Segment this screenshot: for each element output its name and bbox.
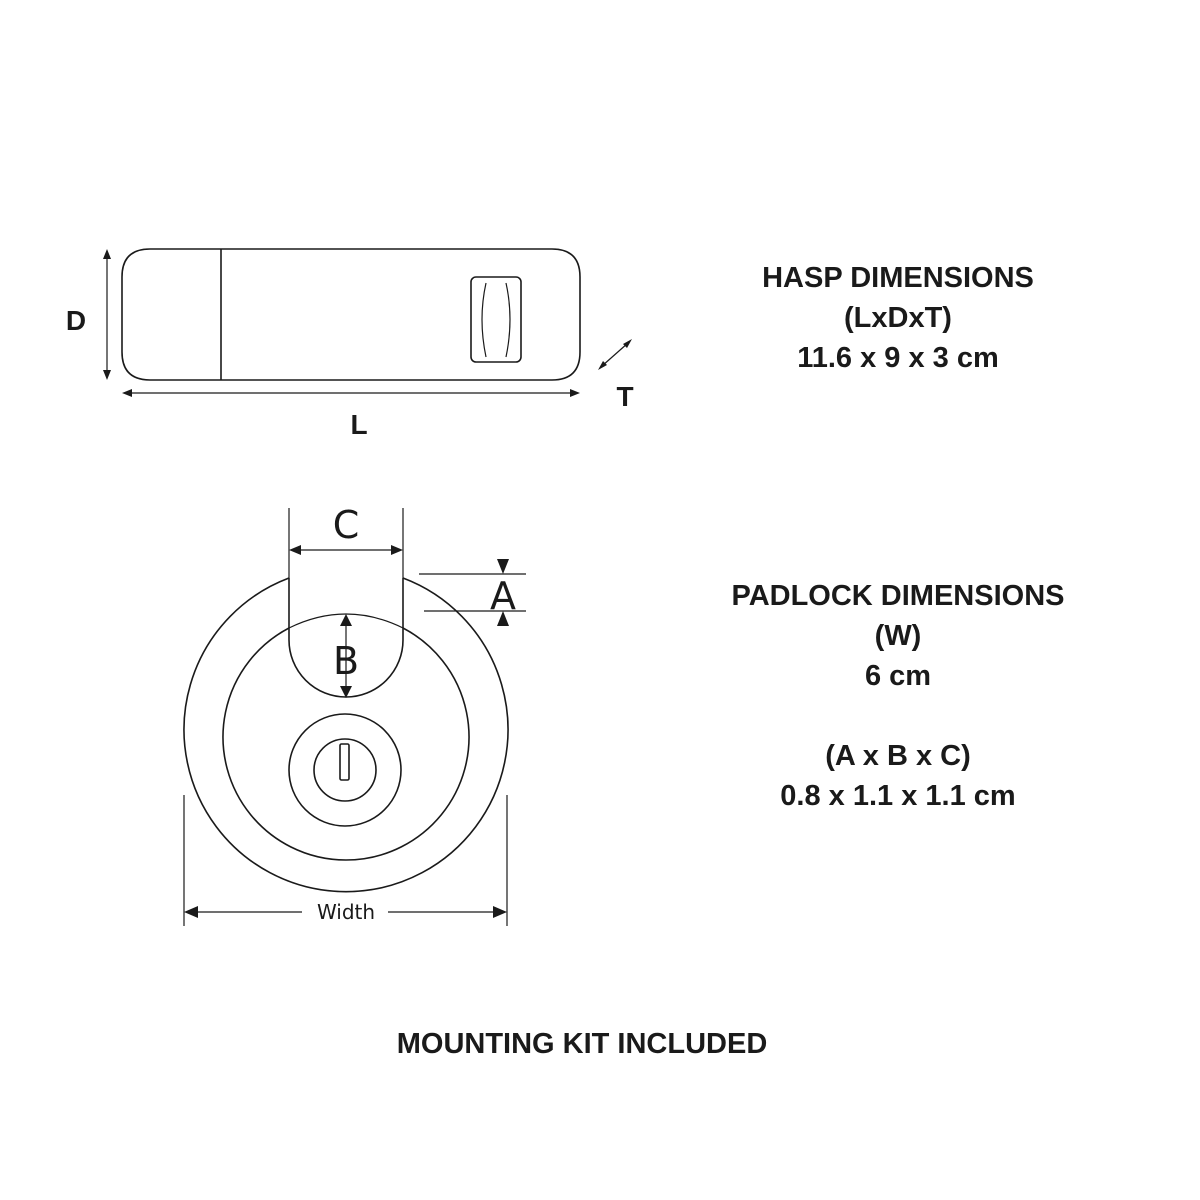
hasp-label-l: L — [350, 409, 367, 440]
padlock-value-w: 6 cm — [864, 660, 932, 692]
padlock-dimension-a — [419, 559, 526, 626]
padlock-label-width: Width — [317, 900, 375, 924]
hasp-dimension-l — [122, 389, 580, 397]
hasp-staple-loop — [481, 282, 511, 358]
hasp-drawing: D L T — [66, 248, 634, 440]
hasp-staple-slot — [470, 276, 522, 363]
hasp-dimensions-info: HASP DIMENSIONS (LxDxT) 11.6 x 9 x 3 cm — [698, 258, 1098, 378]
padlock-info-spacer — [698, 696, 1098, 736]
padlock-format-abc: (A x B x C) — [825, 740, 971, 772]
hasp-title: HASP DIMENSIONS — [762, 262, 1034, 294]
hasp-dimension-d — [103, 249, 111, 380]
hasp-value: 11.6 x 9 x 3 cm — [797, 342, 999, 374]
padlock-outer-ring — [183, 577, 509, 893]
padlock-value-abc: 0.8 x 1.1 x 1.1 cm — [780, 780, 1016, 812]
hasp-dimension-t — [598, 339, 632, 370]
hasp-label-d: D — [66, 305, 86, 336]
padlock-drawing: C A B Width — [183, 503, 526, 926]
padlock-dimension-c — [288, 508, 404, 578]
padlock-dimension-width — [183, 795, 508, 926]
padlock-keyway-inner — [313, 738, 377, 802]
padlock-dimensions-info: PADLOCK DIMENSIONS (W) 6 cm (A x B x C) … — [698, 576, 1098, 816]
hasp-label-t: T — [616, 381, 633, 412]
padlock-label-a: A — [490, 574, 516, 618]
padlock-keyway-outer — [288, 713, 402, 827]
mounting-kit-note: MOUNTING KIT INCLUDED — [396, 1028, 768, 1060]
padlock-dimension-b — [340, 614, 352, 698]
padlock-label-c: C — [333, 503, 360, 547]
hasp-body — [121, 248, 581, 381]
padlock-inner-ring — [222, 627, 470, 861]
padlock-key-slot — [339, 743, 350, 781]
padlock-title: PADLOCK DIMENSIONS — [731, 580, 1065, 612]
hasp-format: (LxDxT) — [844, 302, 952, 334]
padlock-format-w: (W) — [874, 620, 922, 652]
padlock-label-b: B — [333, 639, 359, 683]
